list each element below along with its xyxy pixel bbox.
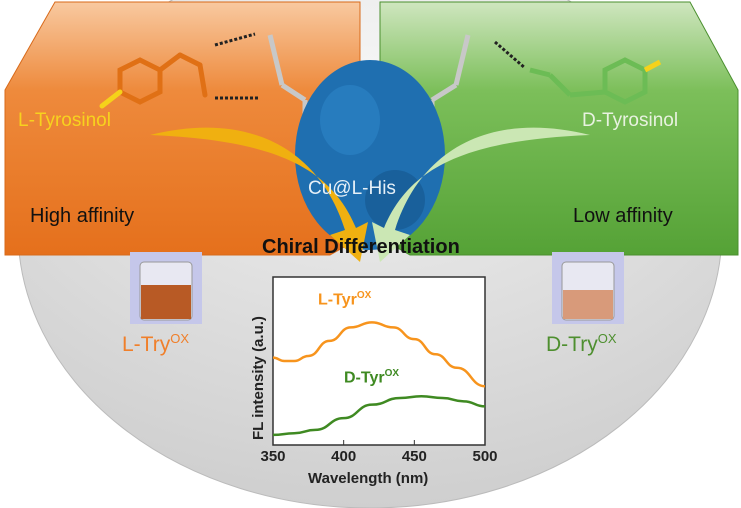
- cu-nanocluster-icon: [295, 60, 445, 250]
- l-vial-icon: [130, 252, 202, 324]
- d-vial-sup: OX: [597, 331, 617, 346]
- x-axis-label: Wavelength (nm): [308, 470, 429, 487]
- d-tyrosinol-molecule-icon: [529, 57, 662, 105]
- nanocluster-label: Cu@L-His: [308, 178, 396, 199]
- x-tick-label: 500: [472, 448, 498, 465]
- series-l-name: L-Tyr: [318, 291, 357, 309]
- x-tick-label: 450: [401, 448, 427, 465]
- high-affinity-label: High affinity: [30, 205, 135, 227]
- l-path-arrow-icon: [150, 127, 368, 262]
- series-line-1: [272, 395, 486, 437]
- series-d-name: D-Tyr: [344, 369, 385, 387]
- chart-plot-area: [272, 276, 486, 446]
- l-tyrosinol-label: L-Tyrosinol: [18, 110, 111, 131]
- l-tyrosinol-molecule-icon: [99, 52, 208, 109]
- series-l-sup: OX: [356, 290, 372, 301]
- l-vial-label: L-TryOX: [122, 331, 190, 357]
- l-vial-sup: OX: [170, 331, 190, 346]
- fl-chart: [272, 276, 486, 446]
- d-path-arrow-icon: [372, 127, 590, 262]
- series-label-l: L-TyrOX: [318, 290, 371, 310]
- x-tick-label: 400: [331, 448, 357, 465]
- hydrogen-bond-icon: [214, 32, 526, 100]
- y-axis-label: FL intensity (a.u.): [250, 316, 267, 440]
- chiral-differentiation-label: Chiral Differentiation: [262, 236, 460, 258]
- d-vial-text: D-Try: [546, 333, 598, 356]
- d-vial-label: D-TryOX: [546, 331, 617, 357]
- series-label-d: D-TyrOX: [344, 368, 399, 388]
- series-line-0: [272, 321, 486, 388]
- l-vial-text: L-Try: [122, 333, 171, 356]
- x-tick-label: 350: [260, 448, 286, 465]
- d-vial-icon: [552, 252, 624, 324]
- low-affinity-label: Low affinity: [573, 205, 673, 227]
- d-tyrosinol-label: D-Tyrosinol: [582, 110, 679, 131]
- series-d-sup: OX: [384, 368, 400, 379]
